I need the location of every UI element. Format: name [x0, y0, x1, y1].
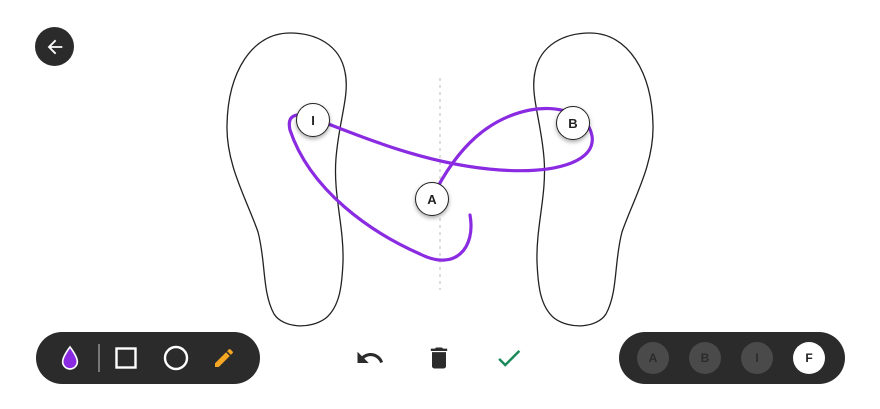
view-option-label: F: [805, 351, 813, 365]
marker-a[interactable]: A: [415, 182, 449, 216]
pencil-icon: [215, 348, 233, 367]
view-option-label: I: [755, 351, 759, 365]
view-option-label: B: [700, 351, 710, 365]
delete-button[interactable]: [421, 340, 457, 376]
drawing-toolbar: [36, 332, 260, 384]
view-option-f[interactable]: F: [793, 342, 825, 374]
view-selector: A B I F: [619, 332, 845, 384]
left-foot-outline: [226, 32, 347, 327]
pencil-tool-button[interactable]: [204, 332, 244, 384]
view-option-i[interactable]: I: [741, 342, 773, 374]
view-option-b[interactable]: B: [689, 342, 721, 374]
marker-label: B: [568, 115, 578, 131]
color-drop-icon: [61, 345, 79, 370]
color-picker-button[interactable]: [50, 332, 90, 384]
trash-icon: [430, 347, 448, 369]
marker-label: I: [311, 112, 315, 128]
view-option-a[interactable]: A: [637, 342, 669, 374]
right-foot-outline: [533, 32, 654, 327]
back-button[interactable]: [35, 27, 74, 66]
arrow-left-icon: [47, 39, 62, 54]
confirm-button[interactable]: [491, 340, 527, 376]
view-option-label: A: [648, 351, 658, 365]
square-icon: [115, 347, 137, 369]
circle-tool-button[interactable]: [156, 332, 196, 384]
toolbar-divider: [98, 344, 100, 372]
undo-button[interactable]: [352, 340, 388, 376]
circle-icon: [163, 345, 189, 371]
drawn-stroke: [287, 106, 594, 262]
marker-b[interactable]: B: [556, 106, 590, 140]
undo-icon: [357, 351, 384, 363]
marker-label: A: [427, 191, 437, 207]
square-tool-button[interactable]: [106, 332, 146, 384]
marker-i[interactable]: I: [296, 103, 330, 137]
checkmark-icon: [498, 350, 521, 367]
